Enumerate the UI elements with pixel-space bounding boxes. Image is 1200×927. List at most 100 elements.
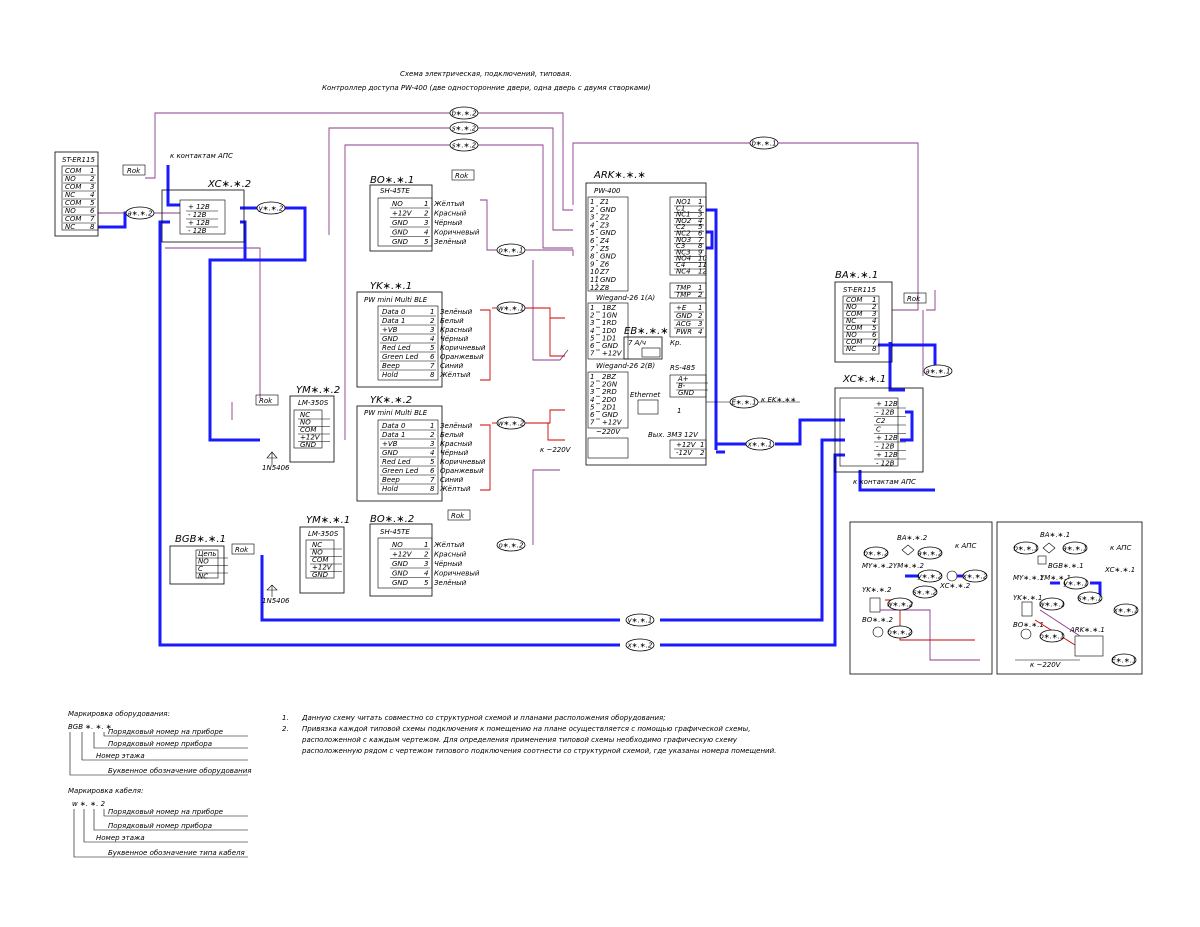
pin-number: 1: [430, 308, 434, 316]
pin-number: 1: [90, 167, 94, 175]
pin-label: PWR: [676, 328, 692, 336]
pin-number: 7: [872, 338, 877, 346]
pin-label: GND: [600, 229, 617, 237]
pin-label: ACG: [675, 320, 692, 328]
wire-color-label: Оранжевый: [440, 353, 484, 361]
pin-number: 5: [590, 334, 595, 342]
svg-text:Rok: Rok: [127, 167, 141, 175]
pin-label: Z2: [599, 214, 610, 222]
pin-number: 4: [430, 335, 434, 343]
cable-tag-label: w∗.∗.2: [887, 601, 914, 609]
pin-label: C: [198, 565, 203, 573]
cable-tag-label: y∗.∗.2: [917, 573, 943, 581]
svg-text:к ~220V: к ~220V: [1030, 661, 1062, 669]
wire-color-label: Синий: [440, 362, 464, 370]
cable-tag-shape: [1013, 541, 1039, 555]
pin-number: 6: [872, 331, 877, 339]
pin-number: 8: [698, 242, 703, 250]
wire-color-label: Красный: [434, 551, 467, 559]
red-wires: [480, 307, 565, 491]
wire-color-label: Зелёный: [440, 422, 473, 430]
svg-text:Данную схему читать совместно: Данную схему читать совместно со структу…: [301, 714, 666, 722]
wire-color-label: Коричневый: [440, 458, 486, 466]
pin-number: 1: [590, 198, 594, 206]
pin-label: + 12B: [876, 400, 898, 408]
svg-text:BO∗.∗.2: BO∗.∗.2: [862, 616, 893, 624]
pin-number: 3: [90, 183, 94, 191]
pin-label: GND: [600, 206, 617, 214]
pin-label: GND: [312, 571, 329, 579]
pin-label: +12V: [392, 551, 413, 559]
svg-text:BO∗.∗.1: BO∗.∗.1: [1013, 621, 1044, 629]
pin-label: C3: [676, 242, 685, 250]
svg-text:Rok: Rok: [259, 397, 273, 405]
cable-tag-label: s∗.∗.2: [452, 142, 477, 150]
pin-label: +12V: [312, 564, 333, 572]
pin-label: NC: [65, 223, 75, 231]
pin-number: 2: [872, 303, 877, 311]
svg-text:Rok: Rok: [907, 295, 921, 303]
pin-number: 7: [430, 476, 435, 484]
cable-tag-label: w∗.∗.1: [498, 305, 524, 313]
pin-label: NO: [392, 200, 403, 208]
pin-label: NO4: [676, 255, 691, 263]
pin-label: Beep: [382, 362, 400, 370]
pin-label: 1BZ: [602, 304, 616, 312]
pin-label: NC1: [676, 211, 691, 219]
svg-text:Порядковый номер прибора: Порядковый номер прибора: [108, 822, 212, 830]
svg-text:Номер этажа: Номер этажа: [96, 752, 145, 760]
svg-text:Буквенное обозначение оборудов: Буквенное обозначение оборудования: [108, 767, 252, 775]
pin-label: COM: [312, 556, 328, 564]
pin-label: GND: [392, 560, 409, 568]
pin-label: +12V: [392, 210, 413, 218]
pin-label: NC: [198, 573, 208, 581]
pin-label: C2: [676, 223, 686, 231]
svg-text:RS-485: RS-485: [670, 364, 696, 372]
pin-label: GND: [382, 449, 399, 457]
pin-label: +12V: [300, 434, 321, 442]
pin-number: 5: [424, 238, 429, 246]
pin-number: 4: [590, 396, 594, 404]
pin-label: COM: [846, 296, 862, 304]
pin-label: 2GN: [602, 381, 618, 389]
cable-tag-label: o∗.∗.2: [888, 629, 913, 637]
cable-tag-label: o∗.∗.2: [499, 542, 524, 550]
wire-color-label: Красный: [434, 210, 467, 218]
pin-label: C1: [676, 204, 685, 212]
pin-label: +12V: [602, 419, 623, 427]
pin-label: Hold: [382, 485, 398, 493]
cable-tag-shape: [1113, 603, 1139, 617]
pin-number: 6: [590, 411, 595, 419]
pin-number: 2: [700, 449, 705, 457]
svg-text:PW mini Multi BLE: PW mini Multi BLE: [364, 296, 428, 304]
pin-number: 3: [590, 388, 594, 396]
pin-label: NO: [300, 419, 311, 427]
cable-tag-shape: [887, 597, 913, 611]
pin-label: NO: [198, 558, 209, 566]
svg-text:XC∗.∗.2: XC∗.∗.2: [939, 582, 971, 590]
svg-text:Rok: Rok: [455, 172, 469, 180]
diagram-title: Схема электрическая, подключений, типова…: [400, 70, 572, 78]
wire-color-label: Жёлтый: [439, 371, 471, 379]
pin-label: - 12B: [876, 443, 895, 451]
pin-number: 1: [698, 198, 702, 206]
wire-color-label: Красный: [440, 326, 473, 334]
to-220-label: к ~220V: [540, 446, 572, 454]
pin-number: 3: [430, 440, 434, 448]
pin-label: Z6: [599, 260, 610, 268]
xc2-junction: XC∗.∗.2 к контактам АПС + 12B- 12B+ 12B-…: [161, 152, 251, 243]
pin-label: Green Led: [382, 353, 419, 361]
pin-label: NO: [312, 549, 323, 557]
pin-label: COM: [65, 183, 81, 191]
pin-label: GND: [392, 238, 409, 246]
pin-label: + 12B: [876, 434, 898, 442]
cable-tag-shape: [1077, 591, 1103, 605]
pin-label: - 12B: [188, 227, 207, 235]
pin-number: 3: [590, 214, 594, 222]
wire-color-label: Белый: [440, 431, 464, 439]
